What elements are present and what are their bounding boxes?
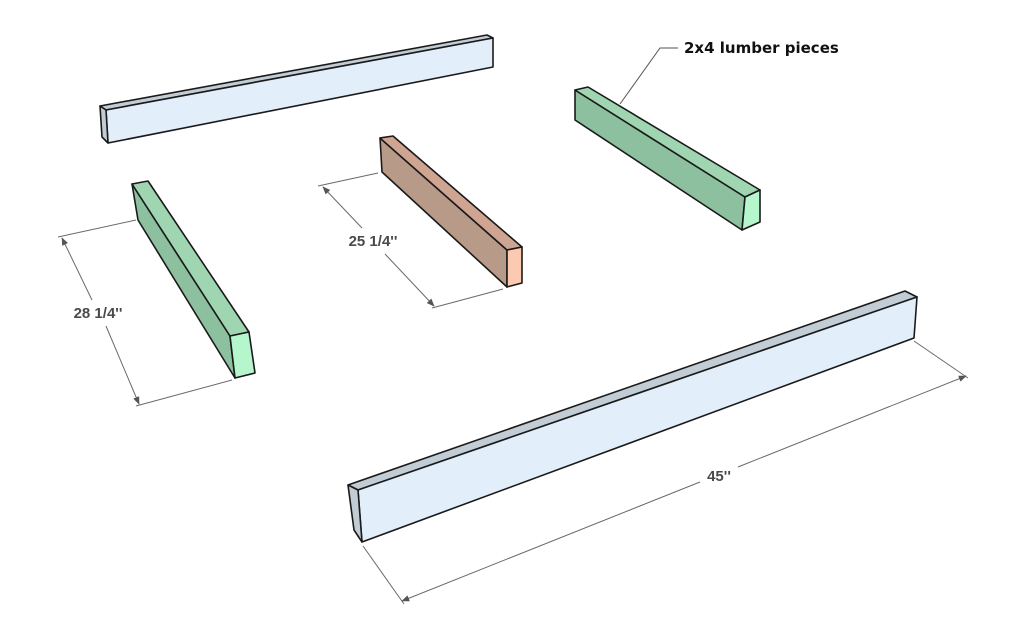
dimension-long-board: 45'' — [362, 340, 969, 605]
dimension-label-center: 25 1/4'' — [349, 233, 398, 250]
board-front-face — [105, 37, 494, 144]
board-end-face — [741, 189, 761, 231]
board-side-face — [379, 137, 508, 288]
dimension-label-long: 45'' — [707, 468, 731, 485]
board-end-face — [99, 105, 109, 144]
board-front-face — [357, 296, 918, 543]
board-top-face — [347, 290, 918, 491]
left-green-board — [131, 180, 256, 379]
board-top-face — [131, 180, 250, 337]
board-end-face — [229, 331, 256, 379]
top-blue-board — [99, 34, 494, 144]
board-end-face — [506, 246, 523, 288]
center-brown-board — [379, 135, 523, 288]
board-side-face — [131, 183, 236, 379]
long-blue-board — [347, 290, 918, 543]
right-green-board — [574, 86, 761, 231]
dimension-left-side: 28 1/4'' — [57, 219, 233, 407]
callout: 2x4 lumber pieces — [619, 39, 839, 105]
dimension-label-left: 28 1/4'' — [74, 305, 123, 322]
board-end-face — [347, 484, 363, 543]
callout-label: 2x4 lumber pieces — [684, 39, 839, 57]
board-side-face — [574, 89, 746, 231]
dimension-center: 25 1/4'' — [317, 172, 504, 309]
